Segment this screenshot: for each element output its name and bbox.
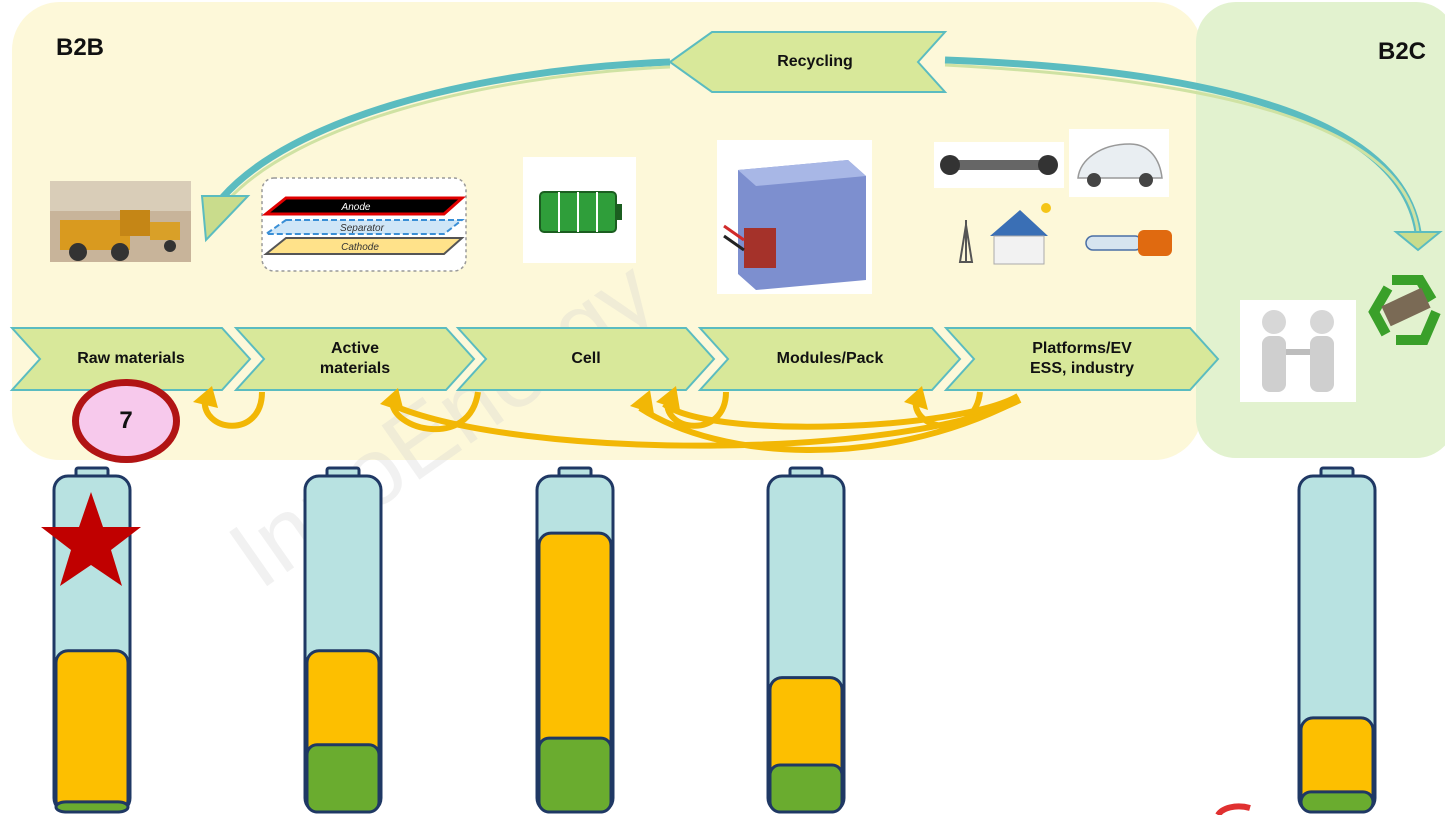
battery-fill-low-cell [537, 736, 613, 814]
recycling-flow-arrow [200, 56, 1443, 252]
chevron-cell [455, 327, 716, 391]
feedback-loops [201, 391, 1022, 453]
chevron-raw-materials [9, 327, 252, 391]
separator-label: Separator [340, 223, 385, 234]
battery-fill-low-active-materials [305, 743, 381, 814]
b2b-label: B2B [56, 34, 105, 61]
chevron-platforms [943, 327, 1220, 391]
handshake-image [1240, 300, 1356, 402]
electrode-layers-image: Anode Separator Cathode [261, 177, 467, 272]
chevron-modules-pack [697, 327, 962, 391]
recycle-symbol-icon [1364, 265, 1445, 355]
battery-pack-image [717, 140, 872, 294]
ev-platform-image [934, 142, 1064, 188]
battery-fill-low-raw-materials [54, 800, 130, 814]
chevron-label-cell: Cell [571, 350, 601, 367]
battery-fill-low-modules-pack [768, 763, 844, 814]
chevron-label-platforms: Platforms/EV ESS, industry [1029, 340, 1135, 377]
chevron-label-raw-materials: Raw materials [77, 350, 185, 367]
mining-truck-image [50, 181, 191, 262]
recycling-label: Recycling [777, 53, 853, 70]
chevron-label-active-materials: Active materials [319, 340, 391, 377]
battery-fill-low-b2c [1299, 790, 1375, 814]
feedback-arrowheads [193, 386, 928, 414]
number-badge: 7 [72, 379, 180, 463]
cathode-label: Cathode [341, 242, 379, 253]
solar-house-image [946, 200, 1056, 268]
chevron-label-modules-pack: Modules/Pack [776, 350, 884, 367]
cropped-marker-icon [1215, 803, 1251, 815]
b2c-label: B2C [1378, 38, 1427, 65]
star-icon [41, 492, 141, 586]
chainsaw-image [1082, 217, 1178, 269]
chevron-active-materials [233, 327, 476, 391]
stage-batteries [52, 466, 1377, 814]
electric-car-image [1069, 129, 1169, 197]
anode-label: Anode [341, 202, 371, 213]
battery-fill-mid-raw-materials [54, 649, 130, 814]
value-chain-chevrons [9, 327, 1220, 391]
battery-cell-image [523, 157, 636, 263]
recycling-chevron [668, 31, 948, 93]
